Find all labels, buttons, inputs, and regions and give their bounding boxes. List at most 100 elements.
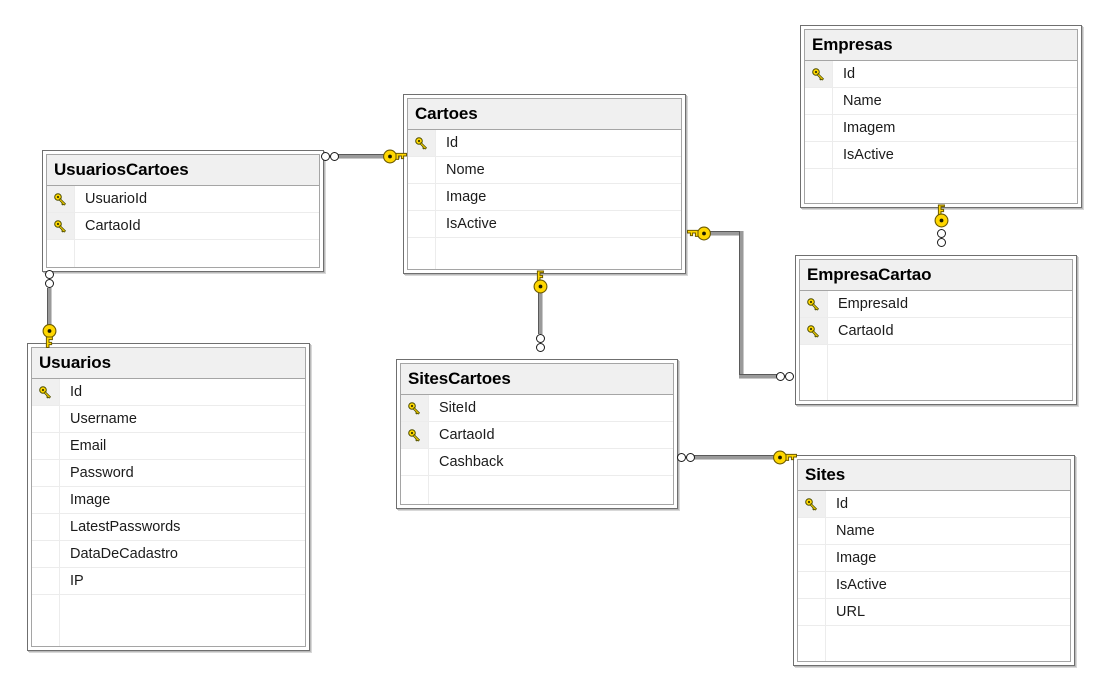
table-row[interactable]: DataDeCadastro (32, 541, 305, 568)
many-endpoint-circle (677, 453, 686, 462)
column-name: Nome (446, 162, 485, 178)
table-row[interactable]: IsActive (408, 211, 681, 238)
many-endpoint-circle (937, 238, 946, 247)
primary-key-icon (32, 379, 60, 405)
table-row[interactable]: UsuarioId (47, 186, 319, 213)
many-endpoint-circle (686, 453, 695, 462)
many-endpoint-circle (330, 152, 339, 161)
relationship-cartoes-empresacartao[interactable] (686, 224, 801, 392)
table-row[interactable]: Name (805, 88, 1077, 115)
column-name: Id (70, 384, 83, 400)
table-row[interactable]: Nome (408, 157, 681, 184)
connector-line (338, 154, 400, 159)
empty-key-cell (32, 433, 60, 459)
empty-key-cell (800, 345, 828, 400)
primary-key-icon (408, 130, 436, 156)
table-usuarios[interactable]: Usuarios Id Username (27, 343, 310, 651)
table-empty-area (32, 595, 305, 646)
column-name: EmpresaId (838, 296, 909, 312)
table-row[interactable]: Id (408, 130, 681, 157)
table-row[interactable]: CartaoId (401, 422, 673, 449)
primary-key-icon (47, 213, 75, 239)
table-row[interactable]: Id (805, 61, 1077, 88)
table-row[interactable]: Image (408, 184, 681, 211)
table-row[interactable]: IsActive (798, 572, 1070, 599)
table-title: Cartoes (408, 99, 681, 130)
empty-key-cell (798, 518, 826, 544)
primary-key-icon (798, 491, 826, 517)
table-usuarioscartoes[interactable]: UsuariosCartoes UsuarioId (42, 150, 324, 272)
empty-key-cell (32, 595, 60, 646)
table-title: EmpresaCartao (800, 260, 1072, 291)
column-name: Image (70, 492, 111, 508)
table-sitescartoes[interactable]: SitesCartoes SiteId (396, 359, 678, 509)
table-row[interactable]: Imagem (805, 115, 1077, 142)
one-endpoint-key-icon (382, 148, 408, 170)
primary-key-icon (401, 422, 429, 448)
column-name: Username (70, 411, 137, 427)
table-row[interactable]: Email (32, 433, 305, 460)
table-empresacartao[interactable]: EmpresaCartao EmpresaId (795, 255, 1077, 405)
empty-key-cell (408, 157, 436, 183)
table-empty-area (798, 626, 1070, 661)
relationship-cartoes-usuarioscartoes[interactable] (320, 145, 410, 175)
relationship-usuarios-usuarioscartoes[interactable] (36, 268, 66, 348)
table-row[interactable]: IP (32, 568, 305, 595)
empty-key-cell (47, 240, 75, 267)
table-row[interactable]: IsActive (805, 142, 1077, 169)
empty-key-cell (805, 169, 833, 203)
one-endpoint-key-icon (933, 204, 950, 235)
column-name: CartaoId (439, 427, 495, 443)
primary-key-icon (401, 395, 429, 421)
relationship-empresas-empresacartao[interactable] (928, 204, 958, 260)
column-name: Id (446, 135, 459, 151)
table-row[interactable]: CartaoId (800, 318, 1072, 345)
relationship-sites-sitescartoes[interactable] (676, 446, 801, 476)
empty-key-cell (805, 88, 833, 114)
column-name: CartaoId (85, 218, 141, 234)
many-endpoint-circle (321, 152, 330, 161)
connector-line (538, 292, 543, 334)
table-row[interactable]: LatestPasswords (32, 514, 305, 541)
column-name: SiteId (439, 400, 477, 416)
connector-line (694, 455, 780, 460)
table-row[interactable]: EmpresaId (800, 291, 1072, 318)
column-name: Email (70, 438, 107, 454)
empty-key-cell (408, 184, 436, 210)
empty-key-cell (32, 460, 60, 486)
table-row[interactable]: Id (798, 491, 1070, 518)
empty-key-cell (805, 115, 833, 141)
table-row[interactable]: Image (798, 545, 1070, 572)
primary-key-icon (800, 291, 828, 317)
table-sites[interactable]: Sites Id Name (793, 455, 1075, 666)
one-endpoint-key-icon (41, 323, 58, 354)
empty-key-cell (805, 142, 833, 168)
column-list: Id Username Email Password Image (32, 379, 305, 646)
empty-key-cell (798, 545, 826, 571)
table-empty-area (408, 238, 681, 269)
table-row[interactable]: Cashback (401, 449, 673, 476)
table-title: SitesCartoes (401, 364, 673, 395)
table-row[interactable]: Name (798, 518, 1070, 545)
table-row[interactable]: Username (32, 406, 305, 433)
table-row[interactable]: CartaoId (47, 213, 319, 240)
empty-key-cell (401, 449, 429, 475)
table-row[interactable]: SiteId (401, 395, 673, 422)
table-title: Empresas (805, 30, 1077, 61)
relationship-cartoes-sitescartoes[interactable] (527, 270, 557, 362)
table-row[interactable]: Password (32, 460, 305, 487)
empty-key-cell (32, 487, 60, 513)
column-name: Image (446, 189, 487, 205)
column-list: EmpresaId CartaoId (800, 291, 1072, 400)
column-name: Imagem (843, 120, 896, 136)
column-name: CartaoId (838, 323, 894, 339)
table-row[interactable]: URL (798, 599, 1070, 626)
table-row[interactable]: Image (32, 487, 305, 514)
table-empresas[interactable]: Empresas Id Name (800, 25, 1082, 208)
table-empty-area (805, 169, 1077, 203)
connector-line (709, 231, 744, 236)
empty-key-cell (798, 599, 826, 625)
table-cartoes[interactable]: Cartoes Id Nome (403, 94, 686, 274)
table-row[interactable]: Id (32, 379, 305, 406)
